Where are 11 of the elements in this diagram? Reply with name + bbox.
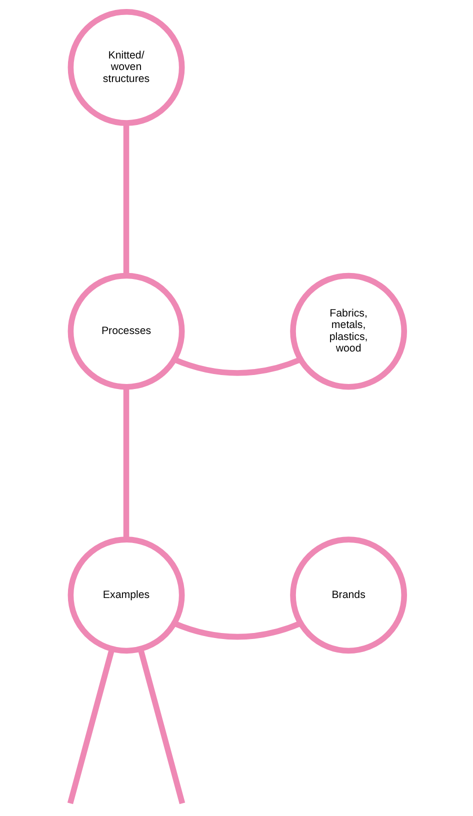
node-circle: Examples bbox=[67, 536, 184, 654]
connector bbox=[172, 620, 302, 640]
connector bbox=[172, 356, 302, 376]
node-circle: Fabrics, metals, plastics, wood bbox=[290, 272, 407, 390]
node-circle: Brands bbox=[290, 536, 407, 654]
connector bbox=[122, 123, 129, 276]
node-circle: Knitted/ woven structures bbox=[67, 8, 184, 126]
connector bbox=[66, 648, 114, 804]
connector bbox=[137, 648, 185, 804]
node-circle: Processes bbox=[67, 272, 184, 390]
connector bbox=[122, 387, 129, 540]
